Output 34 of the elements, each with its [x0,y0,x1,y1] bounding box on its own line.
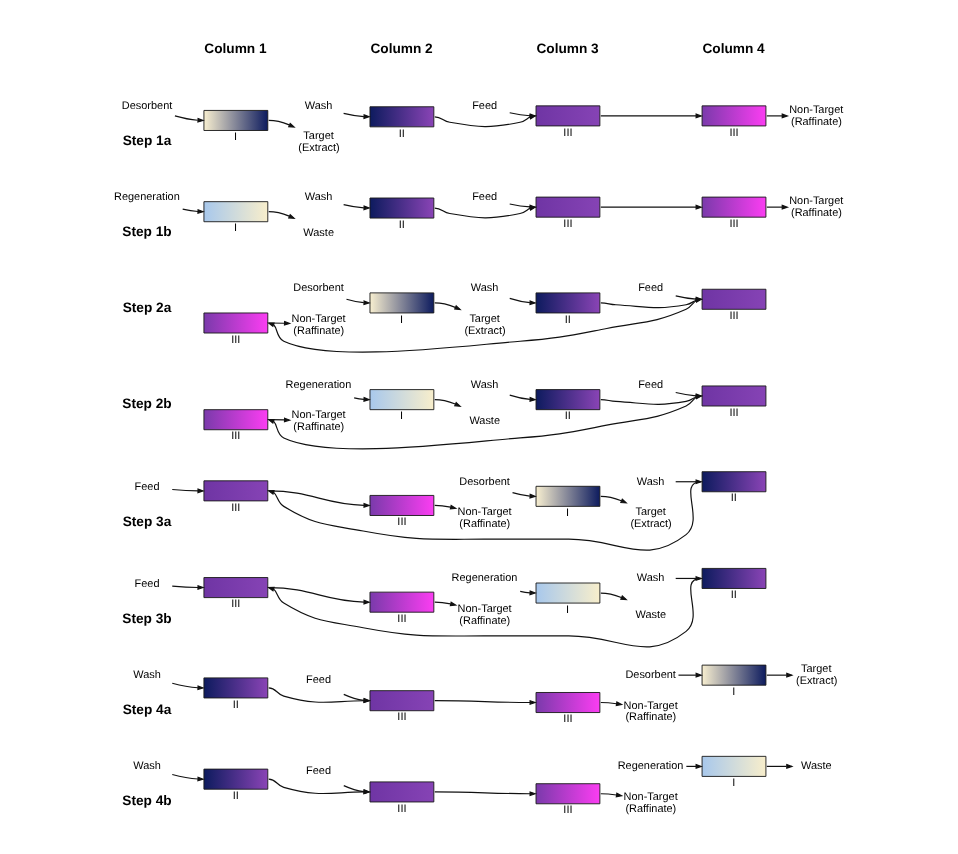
arrow [434,504,458,510]
arrow [509,297,537,306]
arrow [434,791,537,797]
arrow [434,302,462,311]
arrow [268,119,296,128]
arrow [675,575,703,582]
arrow [675,479,703,485]
arrow [600,495,628,504]
arrow [434,399,462,407]
arrow [345,298,371,306]
arrow [171,584,205,591]
arrow [600,592,628,601]
arrow [766,672,794,678]
arrow [171,682,205,691]
arrow [343,204,371,211]
arrow [268,211,296,219]
arrow [343,785,371,795]
arrow [171,488,205,494]
arrow [766,113,790,119]
arrow [434,699,537,706]
arrow [509,394,537,402]
arrow [174,115,205,123]
arrow [600,204,703,210]
arrow [600,113,703,119]
arrow [182,208,205,215]
arrow [766,763,794,769]
arrow [171,773,205,782]
arrow [766,204,790,210]
arrow [519,590,537,596]
arrow [353,396,371,402]
arrow [268,778,371,795]
arrow [511,492,537,499]
arrow [600,792,624,798]
arrow [343,112,371,120]
